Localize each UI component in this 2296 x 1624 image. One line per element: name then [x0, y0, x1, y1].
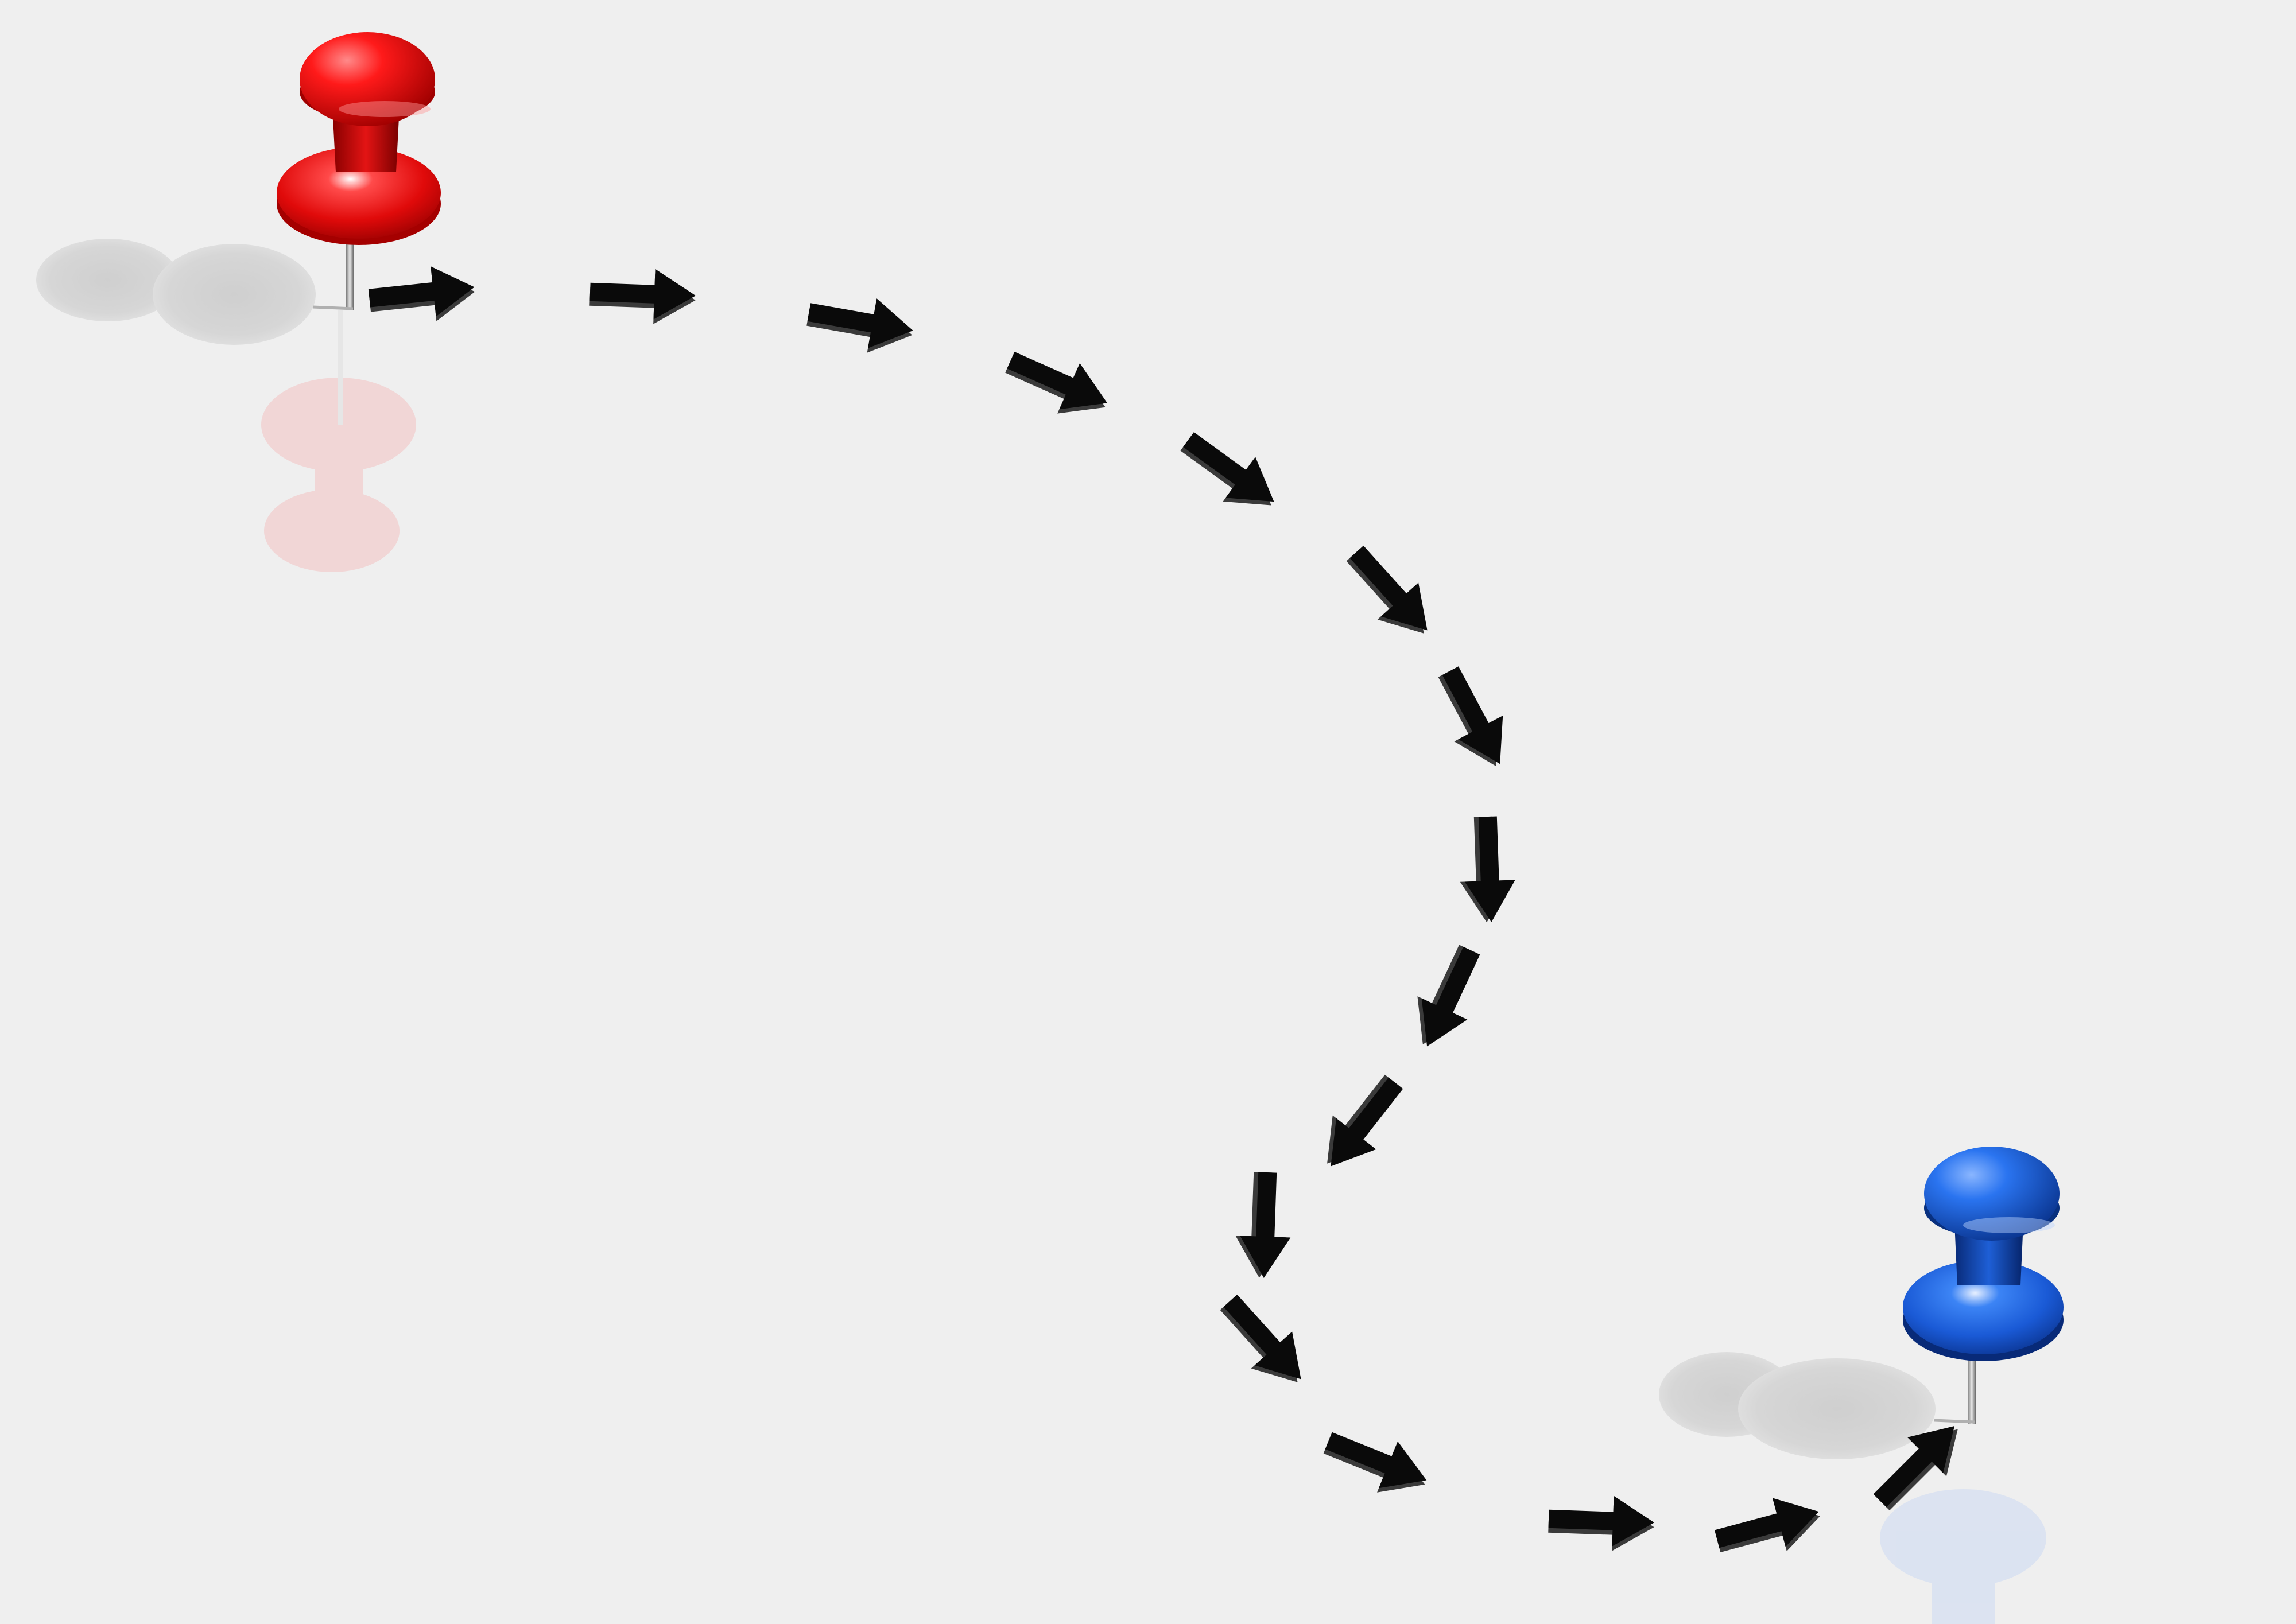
- arrow-icon: [1346, 545, 1428, 634]
- end-pin-shadow: [1659, 1352, 1936, 1459]
- arrow-icon: [368, 266, 475, 321]
- arrow-icon: [1005, 351, 1108, 414]
- end-pin-reflection: [1880, 1489, 2046, 1624]
- arrow-icon: [1180, 432, 1274, 506]
- arrow-icon: [1235, 1172, 1291, 1278]
- arrow-icon: [1714, 1498, 1820, 1552]
- start-pin-reflection: [261, 310, 416, 572]
- pushpin-icon: [1903, 1147, 2064, 1424]
- pushpin-icon: [277, 32, 441, 310]
- start-pin-shadow: [36, 239, 316, 345]
- arrow-icon: [1417, 945, 1480, 1047]
- start-pin: [36, 32, 441, 572]
- arrow-icon: [1873, 1425, 1958, 1511]
- arrow-path: [368, 266, 1958, 1552]
- arrow-icon: [1460, 816, 1515, 923]
- arrow-icon: [1327, 1074, 1403, 1167]
- arrow-icon: [1220, 1294, 1301, 1382]
- end-pin: [1659, 1147, 2064, 1624]
- arrow-icon: [589, 269, 696, 324]
- arrow-icon: [1438, 666, 1503, 766]
- arrow-icon: [1548, 1495, 1654, 1551]
- arrow-icon: [1323, 1432, 1427, 1493]
- arrow-icon: [806, 298, 913, 353]
